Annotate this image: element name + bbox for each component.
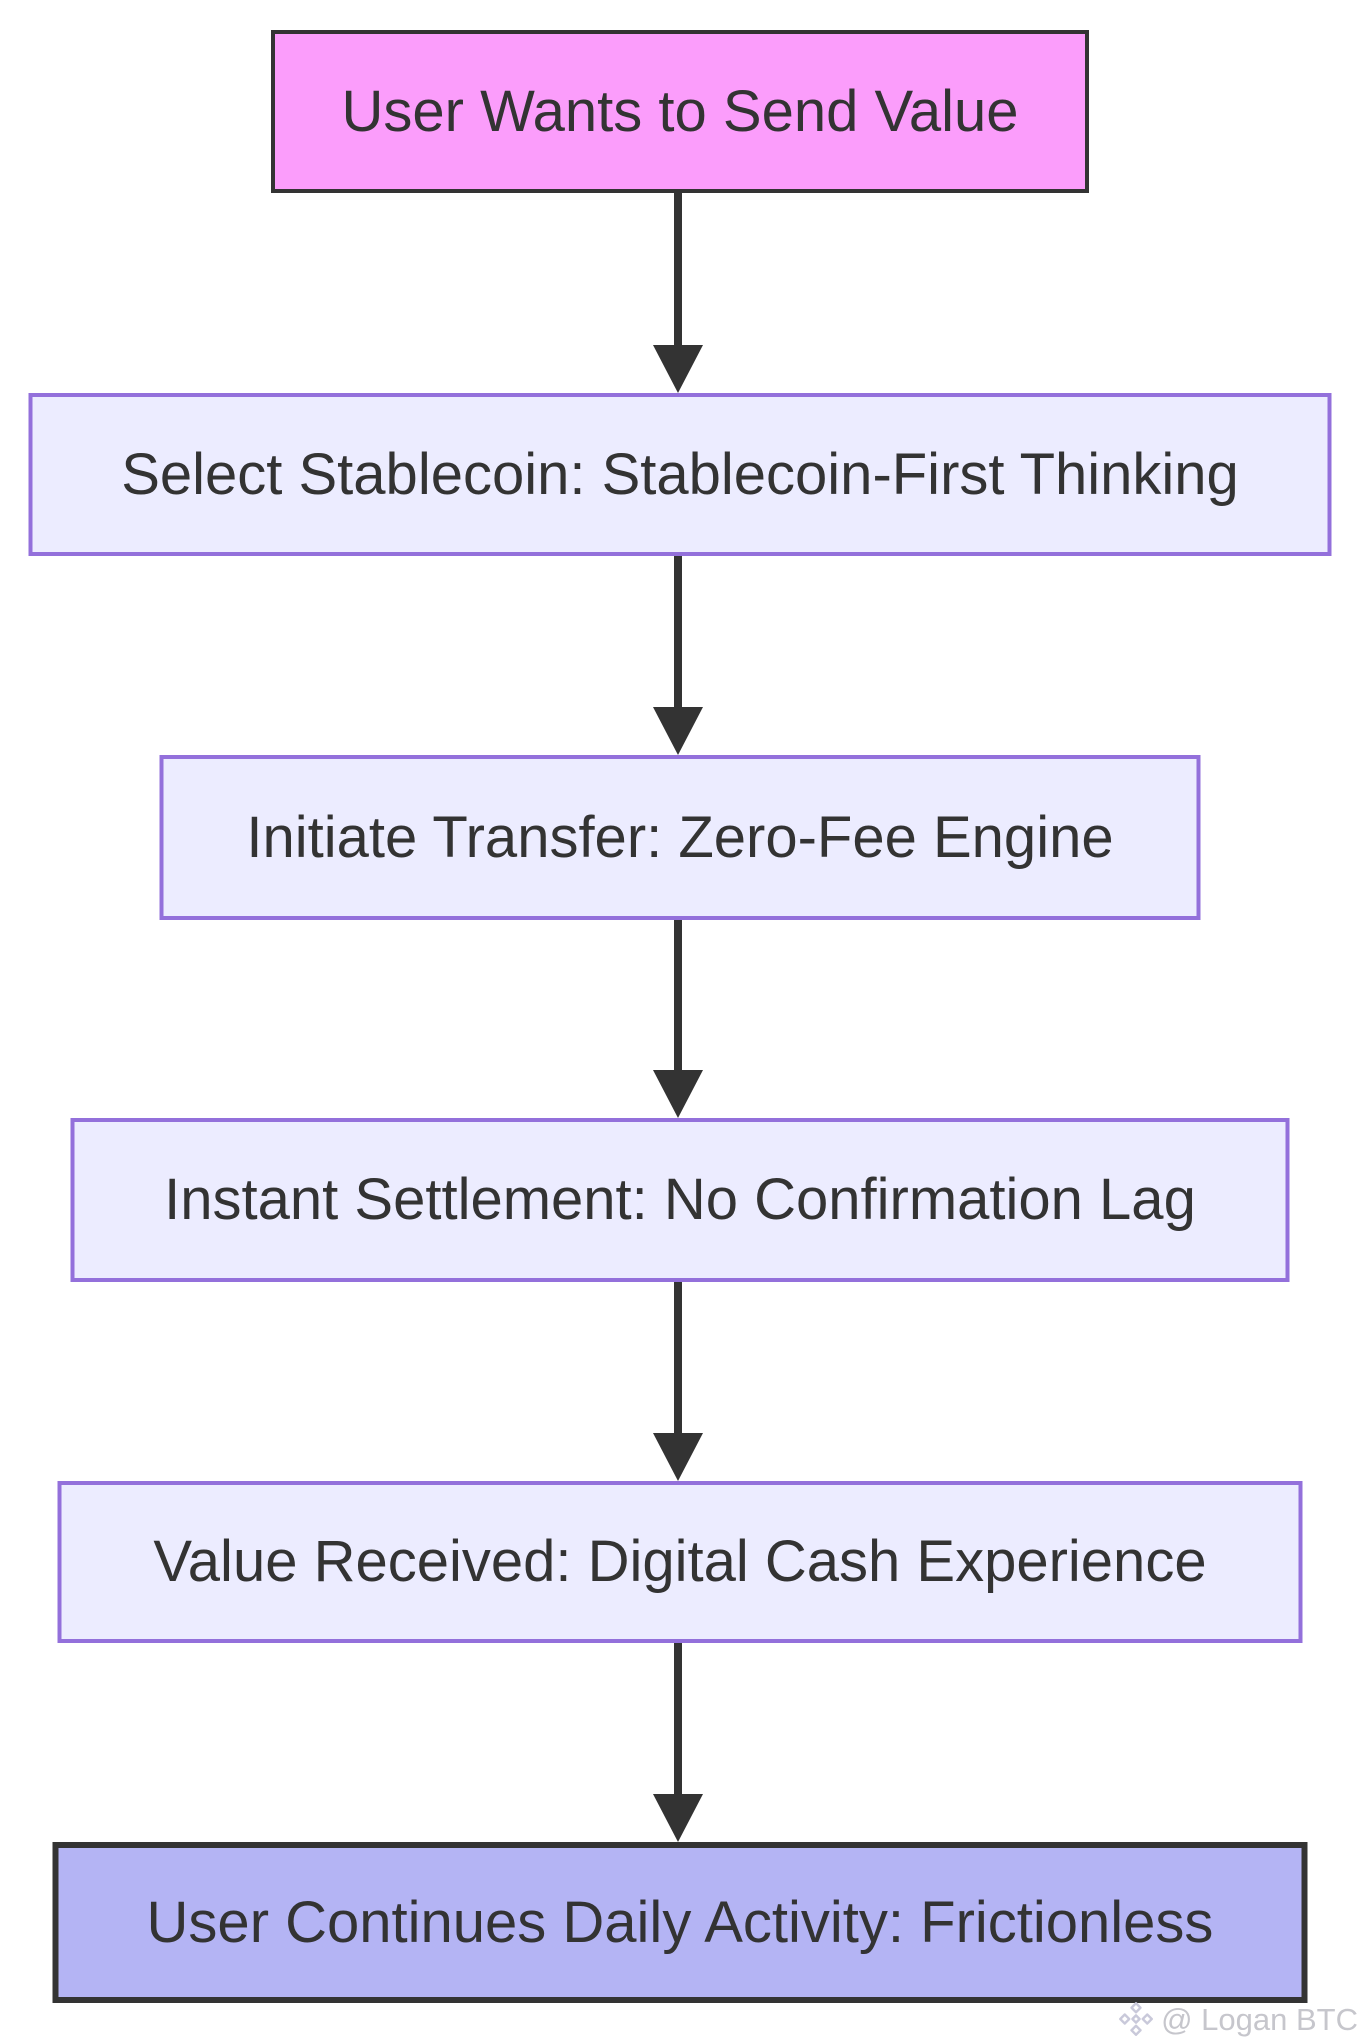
- watermark: @ Logan BTC: [1118, 2001, 1358, 2037]
- node-label: User Wants to Send Value: [341, 78, 1019, 144]
- flow-node-value-received: Value Received: Digital Cash Experience: [57, 1481, 1303, 1643]
- node-label: Initiate Transfer: Zero-Fee Engine: [246, 804, 1114, 870]
- flow-node-user-continues: User Continues Daily Activity: Frictionl…: [52, 1842, 1308, 2003]
- flow-node-initiate-transfer: Initiate Transfer: Zero-Fee Engine: [159, 755, 1201, 920]
- arrowhead-down-icon: [653, 345, 703, 393]
- watermark-text: @ Logan BTC: [1161, 2001, 1358, 2037]
- arrow-line: [674, 1643, 682, 1794]
- arrow-line: [674, 556, 682, 707]
- gem-logo-icon: [1118, 2001, 1154, 2037]
- arrowhead-down-icon: [653, 707, 703, 755]
- arrowhead-down-icon: [653, 1433, 703, 1481]
- arrow-line: [674, 1282, 682, 1433]
- flow-node-select-stablecoin: Select Stablecoin: Stablecoin-First Thin…: [28, 393, 1332, 556]
- flow-node-user-wants-to-send-value: User Wants to Send Value: [271, 30, 1089, 193]
- node-label: User Continues Daily Activity: Frictionl…: [146, 1889, 1214, 1955]
- node-label: Select Stablecoin: Stablecoin-First Thin…: [121, 441, 1239, 507]
- node-label: Instant Settlement: No Confirmation Lag: [164, 1167, 1196, 1232]
- arrow-line: [674, 920, 682, 1070]
- arrowhead-down-icon: [653, 1070, 703, 1118]
- node-label: Value Received: Digital Cash Experience: [153, 1529, 1207, 1594]
- arrowhead-down-icon: [653, 1794, 703, 1842]
- flow-node-instant-settlement: Instant Settlement: No Confirmation Lag: [70, 1118, 1290, 1282]
- arrow-line: [674, 193, 682, 345]
